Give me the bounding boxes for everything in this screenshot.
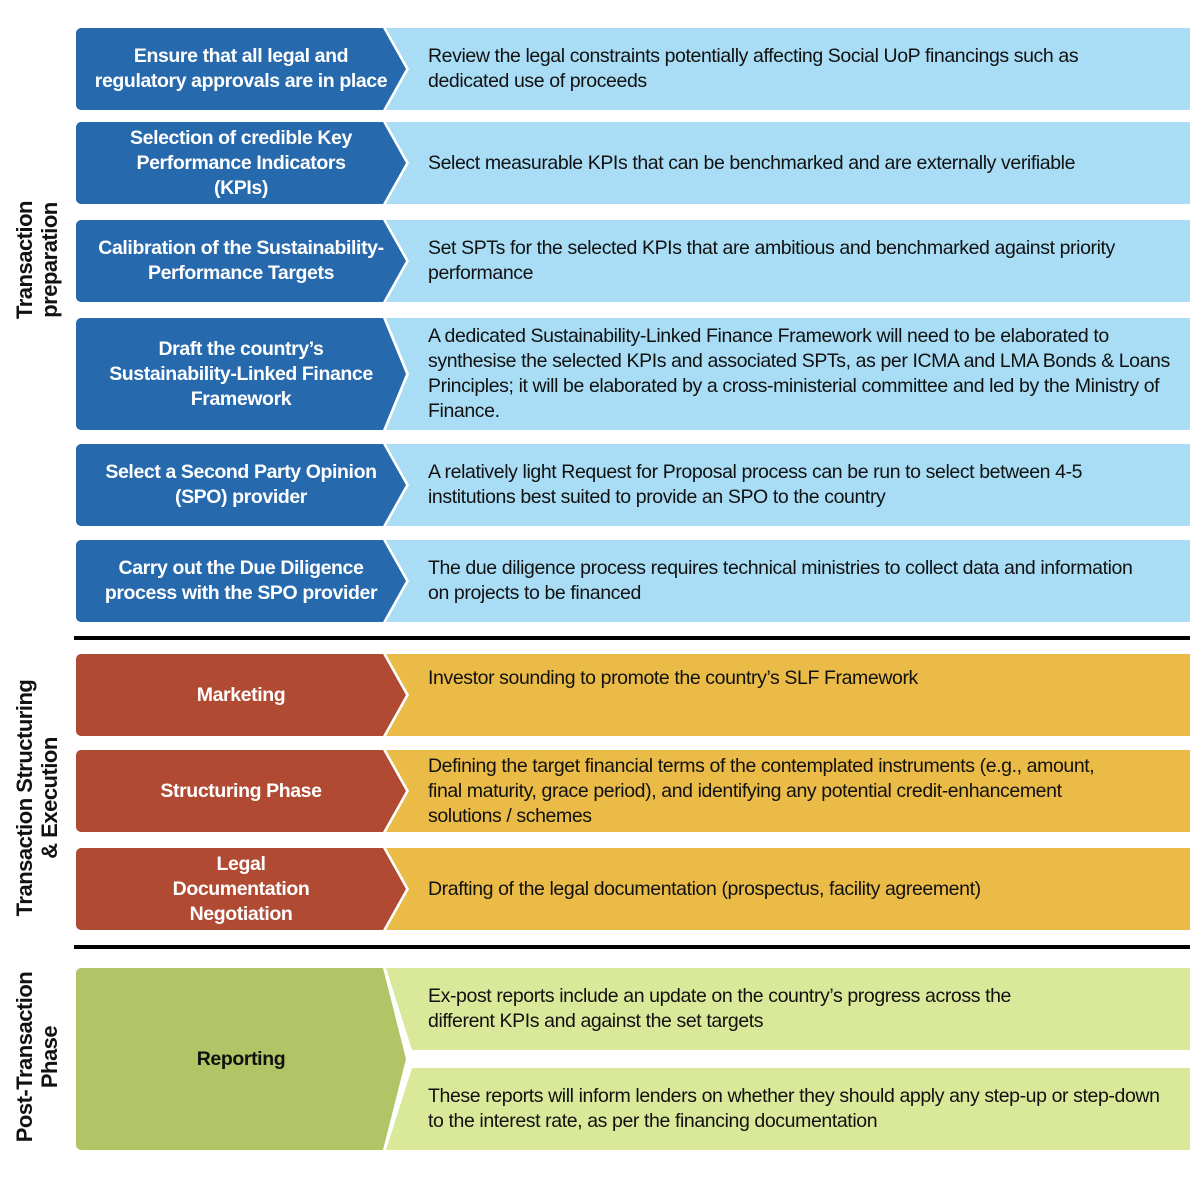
step-title-box: Draft the country’s Sustainability-Linke… [76,318,406,430]
phase-label-line: & Execution [37,737,62,859]
step-row-legal-approvals: Ensure that all legal and regulatory app… [76,28,1190,110]
step-title-box: Select a Second Party Opinion (SPO) prov… [76,444,406,526]
phase-divider [74,945,1190,949]
step-title: Legal Documentation Negotiation [172,852,310,925]
step-title: Structuring Phase [160,779,322,802]
step-description-box: Review the legal constraints potentially… [386,28,1190,110]
step-description: A relatively light Request for Proposal … [428,461,1083,508]
phase-label-line: Transaction Structuring [12,679,37,917]
step-description: Review the legal constraints potentially… [428,45,1079,92]
step-description: Select measurable KPIs that can be bench… [428,151,1076,174]
step-description-box: A dedicated Sustainability-Linked Financ… [386,318,1190,430]
step-title: Ensure that all legal and regulatory app… [94,45,388,92]
phase-label-line: Post-Transaction [12,971,37,1143]
step-title-box: Marketing [76,654,406,736]
step-description-box: Set SPTs for the selected KPIs that are … [386,220,1190,302]
step-title: Marketing [196,683,286,706]
step-title: Selection of credible Key Performance In… [130,126,352,199]
step-description: Set SPTs for the selected KPIs that are … [428,237,1115,284]
step-title-box: Ensure that all legal and regulatory app… [76,28,406,110]
step-title: Carry out the Due Diligence process with… [104,557,378,604]
step-title: Select a Second Party Opinion (SPO) prov… [105,461,377,508]
step-description: Ex-post reports include an update on the… [428,985,1011,1032]
step-description-box: A relatively light Request for Proposal … [386,444,1190,526]
step-description-box-lower: These reports will inform lenders on whe… [386,1068,1190,1150]
step-description-box: Drafting of the legal documentation (pro… [386,848,1190,930]
step-row-legal-documentation: Legal Documentation Negotiation Drafting… [76,848,1190,930]
step-description-box: Select measurable KPIs that can be bench… [386,122,1190,204]
step-description-box: The due diligence process requires techn… [386,540,1190,622]
step-row-marketing: Marketing Investor sounding to promote t… [76,654,1190,736]
step-title: Reporting [196,1047,286,1070]
step-description-box: Defining the target financial terms of t… [386,750,1190,832]
step-title-box: Selection of credible Key Performance In… [76,122,406,204]
step-description: Investor sounding to promote the country… [428,667,918,689]
step-title: Calibration of the Sustainability-Perfor… [98,237,384,284]
step-description-box-upper: Ex-post reports include an update on the… [386,968,1190,1050]
phase-label-line: Transaction [12,201,37,319]
step-description: Drafting of the legal documentation (pro… [428,877,981,900]
step-title: Draft the country’s Sustainability-Linke… [109,337,373,410]
step-description: The due diligence process requires techn… [428,557,1133,604]
step-row-kpi-selection: Selection of credible Key Performance In… [76,122,1190,204]
step-description-box: Investor sounding to promote the country… [386,654,1190,736]
step-row-spt-calibration: Calibration of the Sustainability-Perfor… [76,220,1190,302]
step-description: Defining the target financial terms of t… [428,754,1095,827]
step-row-due-diligence: Carry out the Due Diligence process with… [76,540,1190,622]
step-title-box: Structuring Phase [76,750,406,832]
phase-label-line: Phase [37,1025,62,1089]
phase-label-post-transaction: Post-Transaction Phase [12,972,62,1142]
step-title-box: Calibration of the Sustainability-Perfor… [76,220,406,302]
step-row-spo-provider: Select a Second Party Opinion (SPO) prov… [76,444,1190,526]
phase-label-structuring-execution: Transaction Structuring & Execution [12,680,62,917]
step-description: A dedicated Sustainability-Linked Financ… [428,325,1170,422]
step-title-box: Legal Documentation Negotiation [76,848,406,930]
step-title-box: Carry out the Due Diligence process with… [76,540,406,622]
step-row-structuring: Structuring Phase Defining the target fi… [76,750,1190,832]
step-description: These reports will inform lenders on whe… [428,1085,1160,1132]
phase-label-transaction-preparation: Transaction preparation [12,201,62,319]
phase-label-line: preparation [37,202,62,318]
phase-divider [74,636,1190,640]
step-row-reporting: Reporting Ex-post reports include an upd… [76,968,1190,1150]
step-row-framework-draft: Draft the country’s Sustainability-Linke… [76,318,1190,430]
step-title-box: Reporting [76,968,406,1150]
